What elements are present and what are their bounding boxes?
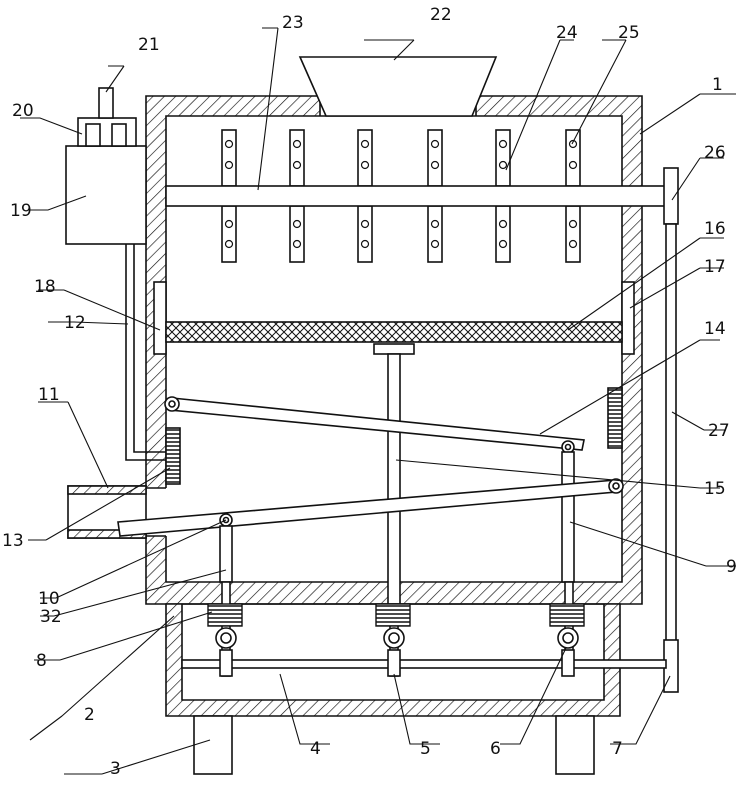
label-24: 24: [556, 23, 578, 43]
springs: [207, 603, 585, 627]
label-6: 6: [490, 739, 501, 759]
label-14: 14: [704, 319, 726, 339]
rack-left: [165, 427, 181, 485]
label-25: 25: [618, 23, 640, 43]
label-21: 21: [138, 35, 160, 55]
support-leg-left: [193, 715, 233, 775]
label-16: 16: [704, 219, 726, 239]
blade-row-upper: [221, 129, 581, 187]
blade-bolts: [224, 139, 578, 249]
label-10: 10: [38, 589, 60, 609]
cam-follower-left: [219, 649, 233, 677]
label-4: 4: [310, 739, 321, 759]
label-12: 12: [64, 313, 86, 333]
label-22: 22: [430, 5, 452, 25]
support-rod-left: [219, 525, 233, 583]
screen-mesh: [165, 321, 623, 343]
inclined-plate-upper: [169, 397, 585, 451]
blade-row-lower: [221, 205, 581, 263]
inclined-plate-lower: [117, 479, 617, 537]
guide-rail-right: [621, 281, 635, 355]
lift-rod-center: [387, 353, 401, 605]
label-20: 20: [12, 101, 34, 121]
label-26: 26: [704, 143, 726, 163]
label-18: 18: [34, 277, 56, 297]
label-5: 5: [420, 739, 431, 759]
label-2: 2: [84, 705, 95, 725]
label-17: 17: [704, 257, 726, 277]
crushing-shaft: [165, 185, 667, 207]
label-3: 3: [110, 759, 121, 779]
label-1: 1: [712, 75, 723, 95]
label-32: 32: [40, 607, 62, 627]
motor-terminal: [98, 87, 114, 119]
guide-rail-left: [153, 281, 167, 355]
rack-right: [607, 387, 623, 449]
upper-pulley: [663, 167, 679, 225]
cams: [215, 627, 579, 649]
drive-belt: [665, 223, 677, 671]
leader-lines: [20, 27, 736, 775]
label-8: 8: [36, 651, 47, 671]
cam-follower-center: [387, 649, 401, 677]
support-rod-right: [561, 451, 575, 583]
label-13: 13: [2, 531, 24, 551]
feed-hopper: [298, 56, 498, 117]
reference-numerals: 1 2 3 4 5 6 7 8 9 10 11 12 13 14 15 16 1…: [2, 5, 737, 779]
label-19: 19: [10, 201, 32, 221]
label-23: 23: [282, 13, 304, 33]
label-27: 27: [708, 421, 730, 441]
label-7: 7: [612, 739, 623, 759]
cam-shaft: [181, 659, 667, 669]
label-11: 11: [38, 385, 60, 405]
label-15: 15: [704, 479, 726, 499]
support-leg-right: [555, 715, 595, 775]
label-9: 9: [726, 557, 737, 577]
cam-follower-right: [561, 649, 575, 677]
motor-box: [65, 145, 147, 245]
lift-rod-head: [373, 343, 415, 355]
